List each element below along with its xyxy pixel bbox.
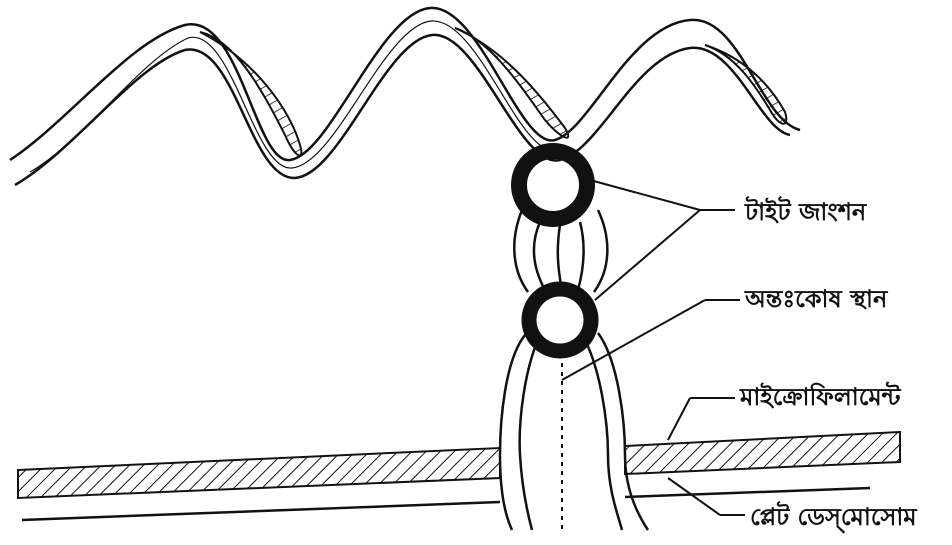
column-line-1: [514, 210, 528, 292]
column-line-4: [578, 222, 584, 290]
column-line-2: [534, 222, 545, 290]
column-line-5: [594, 210, 607, 292]
stalk-outer-left: [500, 335, 525, 530]
tight-junction-ring-lower: [529, 289, 591, 351]
band-bottom-line-left: [22, 502, 500, 520]
leader-desmosome-1: [668, 478, 720, 515]
band-bottom-line-right: [625, 488, 870, 497]
column-line-3: [558, 225, 562, 290]
apical-membrane: [10, 8, 800, 185]
leader-microfilament-2: [668, 398, 690, 440]
stalk-inner-left: [520, 340, 538, 530]
label-intercellular-space: অন্তঃকোষ স্থান: [744, 285, 889, 313]
leader-tight-junction-2: [595, 210, 700, 300]
wave-inner-line: [15, 35, 790, 185]
leader-tight-junction-1: [590, 180, 700, 210]
label-tight-junction: টাইট জাংশন: [744, 196, 868, 226]
band-hatched-right: [625, 432, 900, 474]
stalk-inner-right: [585, 340, 622, 530]
label-plate-desmosome: প্লেট ডেস্‌মোসোম: [750, 501, 918, 534]
label-microfilament: মাইক্রোফিলামেন্ট: [739, 381, 902, 411]
stalk-outer-right: [598, 333, 648, 530]
labels: টাইট জাংশন অন্তঃকোষ স্থান মাইক্রোফিলামেন…: [739, 196, 918, 534]
band-hatched-left: [18, 448, 500, 498]
